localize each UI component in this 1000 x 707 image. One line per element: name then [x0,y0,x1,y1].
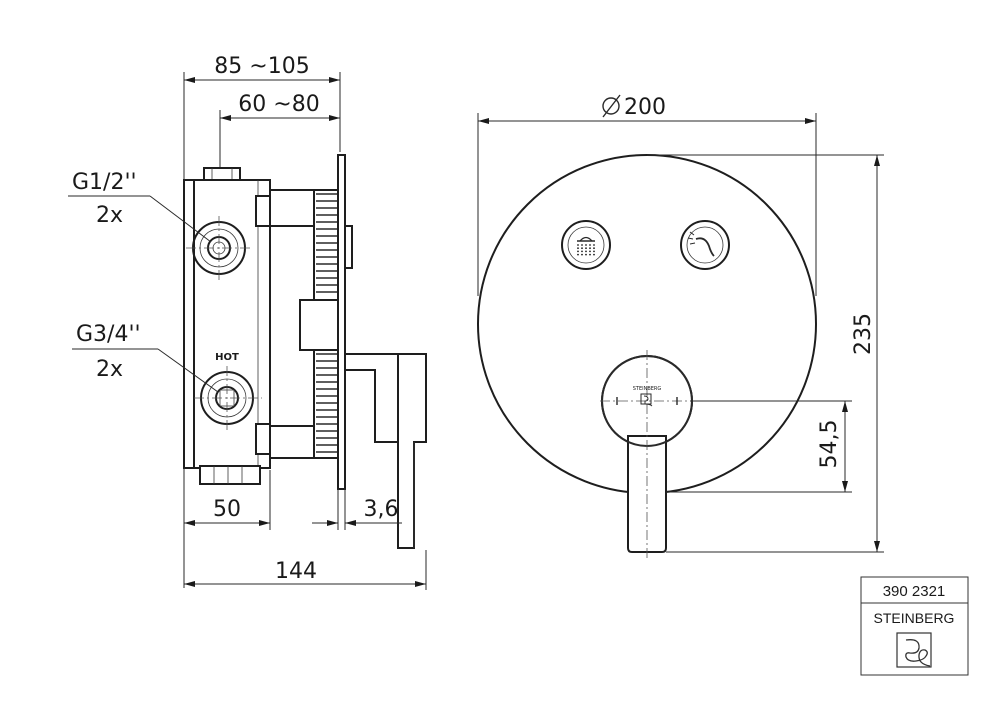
shower-dot [589,244,591,246]
shower-dot [577,244,579,246]
title-block: 390 2321 STEINBERG [860,576,969,676]
dim-depth-inner-label: 60 ~80 [238,92,319,117]
dim-lever-offset: 54,5 [666,400,852,493]
dim-plate: 3,6 [312,489,402,530]
handle-brand-label: STEINBERG [633,386,662,392]
inlet-lower: HOT [194,352,262,430]
button-side [344,225,353,269]
steinberg-logo-icon [640,393,653,407]
shower-dot [585,250,587,253]
mixer-handle: STEINBERG [600,350,700,560]
bottom-nuts [199,465,261,485]
inlet-lower-qty-label: 2x [96,357,123,382]
callout-upper: G1/2'' 2x [68,170,212,243]
title-block-brand: STEINBERG [874,610,955,626]
inlet-upper [186,216,252,280]
dim-diameter: 200 [477,94,817,296]
article-number: 390 2321 [883,583,946,600]
shower-dot [581,250,583,253]
diameter-symbol-icon [602,94,621,118]
shower-dot [585,247,587,250]
hand-shower-icon [687,231,715,257]
side-clamp-upper [255,195,271,227]
front-view: 200 [477,94,884,560]
shower-dot [593,253,595,256]
shower-dot [593,250,595,253]
dim-body-label: 50 [213,497,241,522]
inlet-upper-qty-label: 2x [96,203,123,228]
callout-lower: G3/4'' 2x [72,322,219,393]
dim-depth-total-label: 85 ~105 [214,54,309,79]
shower-dot [581,253,583,256]
wall-plate [337,154,346,490]
shower-dot [577,250,579,253]
dim-height-label: 235 [851,313,876,355]
threaded-cartridge [269,189,341,459]
inlet-lower-thread-label: G3/4'' [76,322,141,347]
shower-dot [577,253,579,256]
dim-overall-label: 144 [275,559,317,584]
shower-dot [593,247,595,250]
side-clamp-lower [255,423,271,455]
button-hand-shower [680,220,730,270]
dim-lever-offset-label: 54,5 [817,420,842,469]
inlet-upper-thread-label: G1/2'' [72,170,137,195]
dim-body: 50 [183,468,271,588]
hot-label: HOT [215,352,239,363]
shower-dot [589,253,591,256]
button-shower-head [561,220,611,270]
shower-dot [577,247,579,250]
dim-overall: 144 [184,550,427,590]
shower-dot [589,250,591,253]
shower-dot [585,253,587,256]
dim-plate-label: 3,6 [364,497,399,522]
shower-dot [593,244,595,246]
steinberg-logo-icon [896,632,932,668]
dim-depth-total: 85 ~105 [183,54,341,180]
thread-lines [316,193,338,453]
dim-depth-inner: 60 ~80 [219,92,340,168]
lever-side [344,353,427,549]
side-view: 85 ~105 60 ~80 [68,54,427,590]
shower-dot [585,244,587,246]
dim-diameter-label: 200 [624,95,666,120]
dim-height: 235 [647,154,884,553]
shower-dot [581,244,583,246]
shower-dot [581,247,583,250]
shower-dot [589,247,591,250]
shower-head-icon [577,236,595,256]
